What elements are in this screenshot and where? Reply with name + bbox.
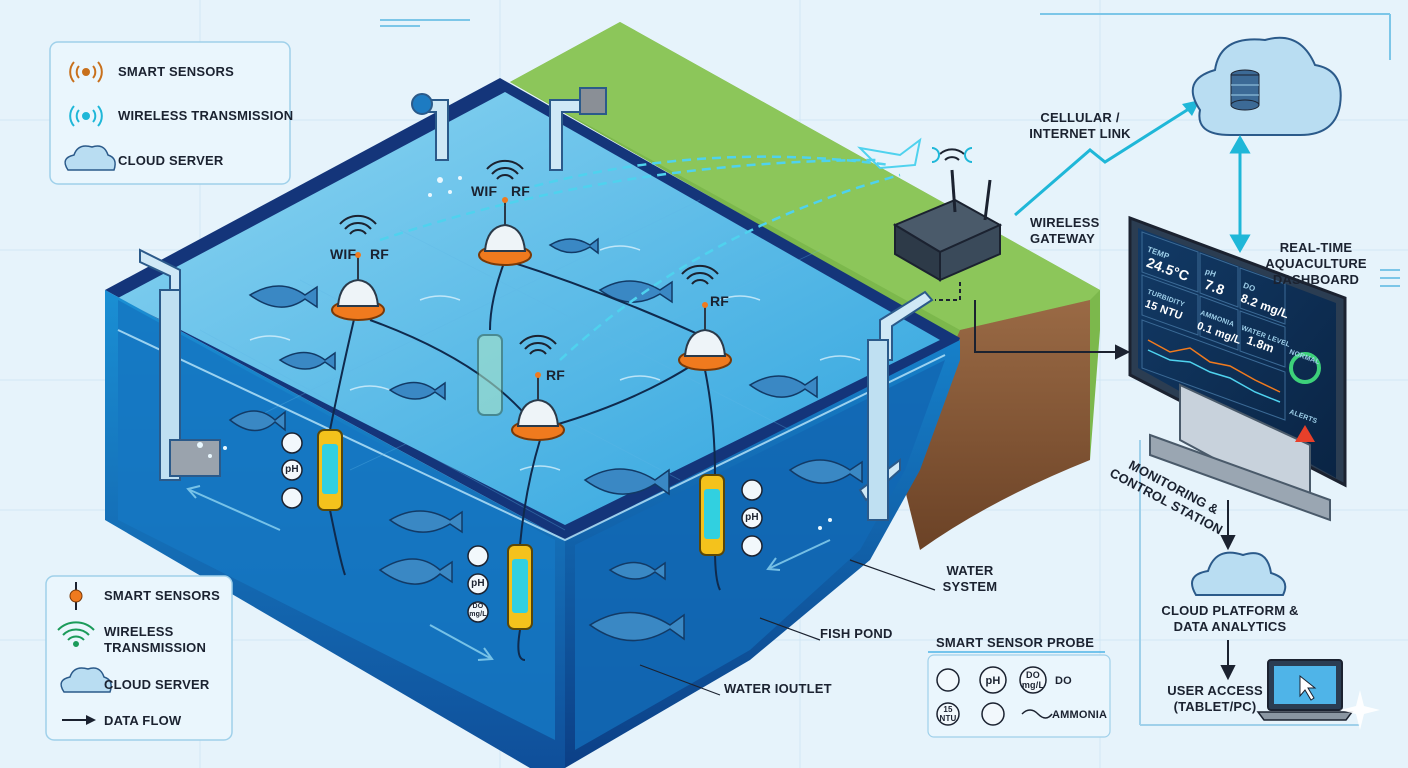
wireless-gateway — [892, 147, 1003, 301]
legend-bottom-panel — [45, 575, 233, 741]
cellular-link-label: CELLULAR / INTERNET LINK — [1029, 110, 1131, 141]
probe-icon-badges — [281, 432, 763, 623]
water-system-label: WATER SYSTEM — [942, 563, 998, 594]
sensor-waves-icon — [69, 61, 103, 83]
legend-top-panel — [49, 41, 291, 185]
radio-wave-icons — [339, 159, 719, 355]
cloud-icon — [64, 145, 116, 171]
cloud-platform-icon — [1191, 551, 1287, 596]
legend-top-cloud: CLOUD SERVER — [118, 153, 224, 168]
pond-ph-badge: pH — [285, 464, 299, 475]
buoy-sensor — [511, 372, 565, 441]
radio-label-rf: RF — [370, 246, 390, 262]
probe-legend-icons — [936, 666, 1053, 726]
radio-label-wifi: WIF — [330, 246, 357, 262]
radio-label-rf: RF — [710, 293, 730, 309]
radio-label-rf: RF — [511, 183, 531, 199]
pond-ph-badge: pH — [471, 578, 485, 589]
dashboard-title: REAL-TIME AQUACULTURE DASHBOARD — [1265, 240, 1367, 287]
legend-bottom-wireless: WIRELESS TRANSMISSION — [104, 624, 207, 655]
legend-bottom-smart-sensors: SMART SENSORS — [104, 588, 221, 603]
sensor-pin-icon — [69, 582, 83, 610]
pond-do-badge: DO mg/L — [469, 603, 487, 618]
bubbles — [197, 176, 832, 530]
dashboard-monitor — [1128, 215, 1347, 522]
pond-leader-lines — [639, 559, 936, 696]
cloud-dashboard-arrow — [1229, 134, 1251, 254]
legend-top-smart-sensors: SMART SENSORS — [118, 64, 235, 79]
fish-group — [228, 237, 863, 642]
probe-legend-ph: pH — [985, 675, 1001, 687]
station-flow — [974, 300, 1360, 726]
radio-label-wifi: WIF — [471, 183, 498, 199]
legend-bottom-cloud: CLOUD SERVER — [104, 677, 210, 692]
laptop-icon — [1256, 659, 1354, 721]
buoy-sensor — [478, 197, 532, 266]
sparkle-icon — [1340, 690, 1380, 730]
arrow-right-icon — [62, 715, 96, 725]
buoy-sensor — [678, 302, 732, 371]
probe-legend-title: SMART SENSOR PROBE — [936, 635, 1095, 650]
user-access-label: USER ACCESS (TABLET/PC) — [1167, 683, 1263, 714]
water-flow-arrows — [186, 485, 831, 661]
buoy-sensors — [331, 197, 732, 441]
probe-sensors — [317, 334, 725, 630]
cloud-server — [1191, 36, 1342, 136]
signal-burst — [857, 137, 922, 170]
corner-decor — [380, 13, 1400, 287]
fish-pond-label: FISH POND — [820, 626, 893, 641]
probe-sensor — [699, 474, 725, 556]
probe-sensor — [507, 544, 533, 630]
probe-legend-ammonia-label: AMMONIA — [1052, 709, 1108, 721]
wireless-waves-icon — [69, 105, 103, 127]
sensor-cables — [329, 259, 721, 661]
inlet-pipes — [139, 87, 934, 521]
pond-structure — [105, 78, 960, 768]
probe-legend-do: DO mg/L — [1021, 670, 1045, 690]
water-outlet-label: WATER IOUTLET — [724, 681, 832, 696]
probe-sensor — [317, 429, 343, 511]
cloud-icon — [60, 667, 112, 693]
probe-legend-panel — [927, 654, 1111, 738]
wireless-links — [379, 155, 901, 361]
legend-bottom-data-flow: DATA FLOW — [104, 713, 182, 728]
probe-legend-do-label: DO — [1055, 675, 1072, 687]
wifi-icon — [57, 621, 95, 647]
legend-top-wireless: WIRELESS TRANSMISSION — [118, 108, 294, 123]
pond-ph-badge: pH — [745, 512, 759, 523]
probe-sensor — [477, 334, 503, 416]
probe-legend-turbidity: 15 NTU — [939, 705, 957, 723]
wireless-gateway-label: WIRELESS GATEWAY — [1030, 215, 1100, 246]
buoy-sensor — [331, 252, 385, 321]
radio-label-rf: RF — [546, 367, 566, 383]
cloud-platform-label: CLOUD PLATFORM & DATA ANALYTICS — [1161, 603, 1299, 634]
